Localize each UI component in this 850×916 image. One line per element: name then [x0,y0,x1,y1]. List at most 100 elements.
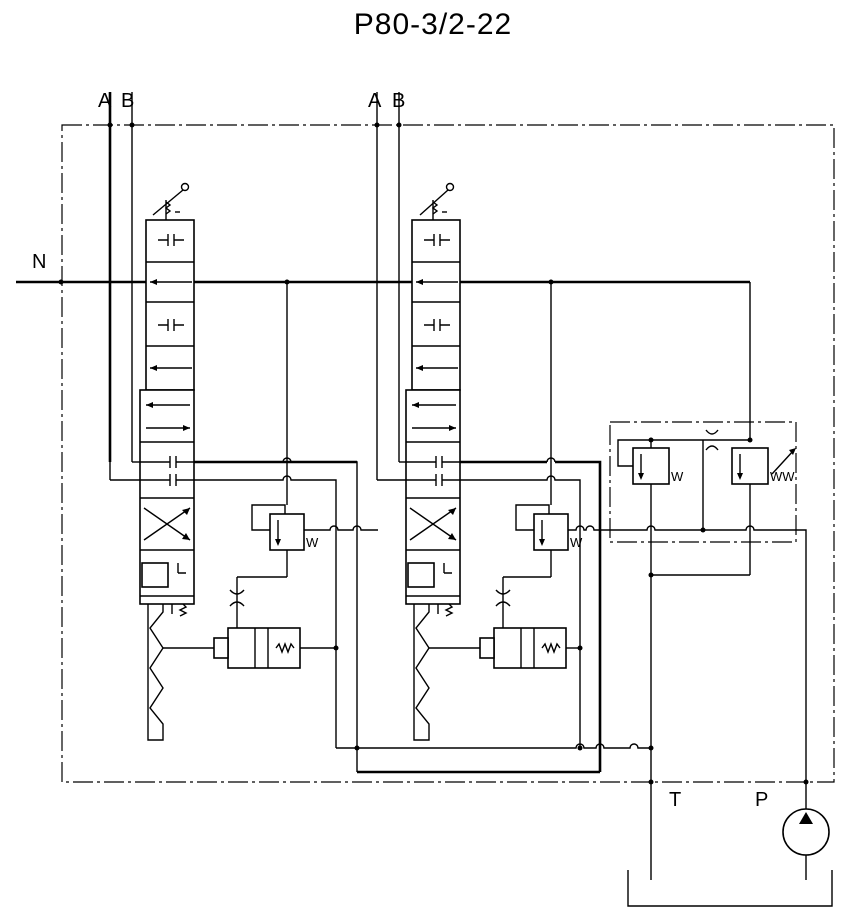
spool-spring-icon [171,603,188,617]
valve-section-2: W [374,92,610,772]
junction-dot [374,122,380,128]
cylinder-spring-icon [275,642,295,654]
main-relief-left-spring: W [671,469,684,484]
main-relief-group: W WW [610,429,809,880]
relief-pilot-line [251,504,286,531]
flow-arrow-head [416,365,423,371]
relief-spring-label: W [306,535,319,550]
blocked-port-symbol [424,319,450,331]
blocked-port-symbol [158,234,184,246]
adjustable-arrow [771,449,795,475]
flow-arrow-head [150,279,157,285]
work-port-passage [194,475,337,748]
flow-arrow-head [146,402,153,408]
port-n-label: N [32,251,46,273]
crossed-flow-arrows [143,507,191,541]
orifice-symbol [495,589,511,607]
flow-arrow-head [448,533,456,540]
lock-cylinder [493,627,567,669]
relief-spring-label: W [570,535,583,550]
flow-arrow-head [412,402,419,408]
float-position-box [141,562,169,588]
diagram-title: P80-3/2-22 [354,8,512,41]
lock-cylinder [227,627,301,669]
service-relief-valve [533,513,569,551]
pump-direction-icon [799,812,813,824]
work-port-passage-bold [460,460,602,772]
relief-arrow-head [638,473,644,480]
relief-pilot-line [515,504,550,531]
relief-pilot-line [617,439,652,467]
flow-arrow-head [183,425,190,431]
flow-arrow-head [182,508,190,515]
port-a2-label: A [368,90,382,112]
junction-dot [648,572,654,578]
flow-arrow-head [449,425,456,431]
port-p-label: P [755,789,768,811]
pilot-orifice [705,429,719,451]
junction-dot [548,279,554,285]
neutral-blocked-symbol [140,456,194,486]
upper-spool-body [145,219,195,391]
main-relief-left [632,447,670,485]
cylinder-rod [213,637,229,659]
relief-arrow-head [275,539,281,546]
port-b1-label: B [121,90,134,112]
port-a1-label: A [98,90,112,112]
orifice-symbol [229,589,245,607]
valve-housing-boundary [61,124,835,783]
lever-knob [180,182,190,192]
junction-dot [354,745,360,751]
spool-spring-icon [437,603,454,617]
lever-knob [445,182,455,192]
cylinder-rod [479,637,495,659]
valve-section-1: W [107,92,378,772]
float-position-box [407,562,435,588]
hydraulic-pump [782,808,830,856]
relief-return-passage [568,525,610,531]
main-relief-right-spring: WW [770,469,795,484]
junction-dot [747,437,753,443]
main-relief-boundary [609,421,797,543]
detent-rack [147,604,164,741]
adjustable-arrow-head [789,448,796,455]
reservoir-tank [627,870,833,907]
float-tee [443,563,452,574]
parallel-flow-arrows [412,404,456,429]
tank-return-rail [336,743,651,749]
lever-handle [152,189,184,216]
flow-arrow-head [448,508,456,515]
junction-dot [107,122,113,128]
service-relief-valve [269,513,305,551]
junction-dot [284,279,290,285]
flow-arrow-head [182,533,190,540]
junction-dot [129,122,135,128]
blocked-port-symbol [158,319,184,331]
blocked-port-symbol [424,234,450,246]
neutral-blocked-symbol [406,456,460,486]
work-port-passage [460,475,581,748]
junction-dot [58,279,64,285]
detent-rack [413,604,430,741]
upper-spool-body [411,219,461,391]
pressure-supply-line [610,525,807,880]
port-t-label: T [669,789,681,811]
pump-circle [782,808,830,856]
relief-return-passage [304,525,378,531]
line-crossover [546,457,556,463]
junction-dot [396,122,402,128]
cylinder-spring-icon [541,642,561,654]
junction-dot [648,779,654,785]
crossed-flow-arrows [409,507,457,541]
main-relief-right [731,447,769,485]
relief-arrow-head [737,473,743,480]
junction-dot [803,779,809,785]
junction-dot [577,745,583,751]
flow-arrow-head [150,365,157,371]
relief-arrow-head [539,539,545,546]
float-tee [177,563,186,574]
parallel-flow-arrows [146,404,190,429]
flow-arrow-head [416,279,423,285]
